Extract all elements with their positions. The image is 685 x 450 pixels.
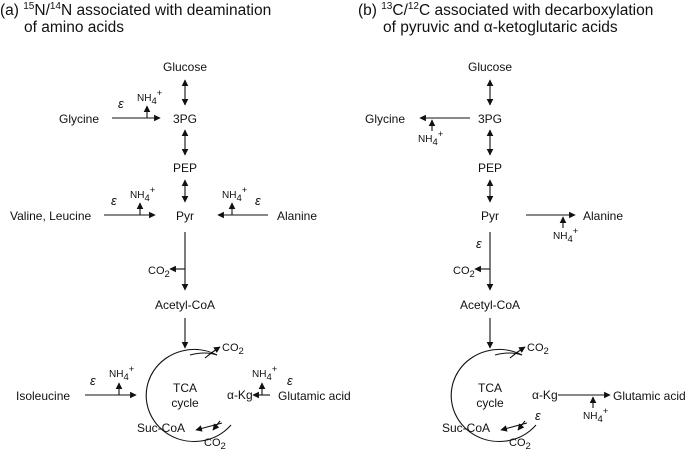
arrow-co2-top <box>204 346 221 359</box>
panel-b-title-line2: of pyruvic and α-ketoglutaric acids <box>383 19 618 36</box>
panel-b: Glucose 3PG PEP Pyr Acetyl-CoA CO2 ε Gly… <box>365 60 685 450</box>
node-akg: α-Kg <box>227 388 253 402</box>
node-glucose-b: Glucose <box>468 60 512 74</box>
node-acetyl-coa: Acetyl-CoA <box>155 298 215 312</box>
input-valine-leucine: Valine, Leucine <box>10 209 91 223</box>
nh4-label-glutamic: NH4+ <box>252 364 278 383</box>
arrow-co2-bottom <box>212 420 221 431</box>
epsilon-glycine: ε <box>118 96 124 111</box>
epsilon-valine: ε <box>111 193 117 208</box>
node-pyr: Pyr <box>176 209 194 223</box>
nh4-label-glycine: NH4+ <box>137 88 163 107</box>
node-akg-b: α-Kg <box>532 388 558 402</box>
tca-cycle-top-b <box>494 352 523 356</box>
node-suc-coa-b: Suc-CoA <box>442 421 490 435</box>
co2-label-bottom: CO2 <box>204 437 226 450</box>
epsilon-alanine: ε <box>255 193 261 208</box>
input-isoleucine: Isoleucine <box>16 389 70 403</box>
node-pyr-b: Pyr <box>481 209 499 223</box>
epsilon-isoleucine: ε <box>90 373 96 388</box>
nh4-label-alanine-b: NH4+ <box>553 226 579 245</box>
node-pep: PEP <box>173 161 197 175</box>
co2-label-pyr: CO2 <box>148 265 170 280</box>
epsilon-akg-b: ε <box>535 408 541 423</box>
input-alanine: Alanine <box>277 209 317 223</box>
tca-cycle-top <box>189 352 218 356</box>
node-cycle: cycle <box>171 396 199 410</box>
co2-label-top-b: CO2 <box>527 342 549 357</box>
node-3pg-b: 3PG <box>478 112 502 126</box>
co2-label-pyr-b: CO2 <box>453 265 475 280</box>
node-tca-b: TCA <box>478 381 502 395</box>
co2-label-bottom-b: CO2 <box>509 437 531 450</box>
node-3pg: 3PG <box>173 112 197 126</box>
nh4-label-valine: NH4+ <box>130 185 156 204</box>
epsilon-pyr-b: ε <box>476 236 482 251</box>
nh4-label-isoleucine: NH4+ <box>109 364 135 383</box>
output-glutamic-acid-b: Glutamic acid <box>613 389 685 403</box>
panel-a-title-line2: of amino acids <box>24 19 124 36</box>
nh4-label-glutamic-b: NH4+ <box>583 406 609 425</box>
arrow-akg-succoa <box>195 422 223 432</box>
arrow-co2-bottom-b <box>517 420 526 431</box>
input-glycine: Glycine <box>59 112 99 126</box>
co2-label-top: CO2 <box>222 342 244 357</box>
nh4-label-glycine-b: NH4+ <box>418 129 444 148</box>
arrow-akg-succoa-b <box>500 422 528 432</box>
panel-a-title: (a) 15N/14N associated with deamination <box>0 1 272 20</box>
panel-b-title: (b) 13C/12C associated with decarboxylat… <box>358 1 654 20</box>
node-glucose: Glucose <box>163 60 207 74</box>
tca-cycle-arc <box>145 348 232 442</box>
output-alanine-b: Alanine <box>583 209 623 223</box>
tca-cycle-arc-b <box>450 348 537 442</box>
epsilon-glutamic: ε <box>287 373 293 388</box>
output-glycine-b: Glycine <box>365 112 405 126</box>
panel-a: Glucose 3PG PEP Pyr Acetyl-CoA CO2 Glyci… <box>10 60 351 450</box>
node-tca: TCA <box>173 381 197 395</box>
node-acetyl-coa-b: Acetyl-CoA <box>460 298 520 312</box>
node-suc-coa: Suc-CoA <box>137 421 185 435</box>
nh4-label-alanine: NH4+ <box>222 185 248 204</box>
node-pep-b: PEP <box>478 161 502 175</box>
node-cycle-b: cycle <box>476 396 504 410</box>
input-glutamic-acid: Glutamic acid <box>278 389 351 403</box>
arrow-co2-top-b <box>509 346 526 359</box>
